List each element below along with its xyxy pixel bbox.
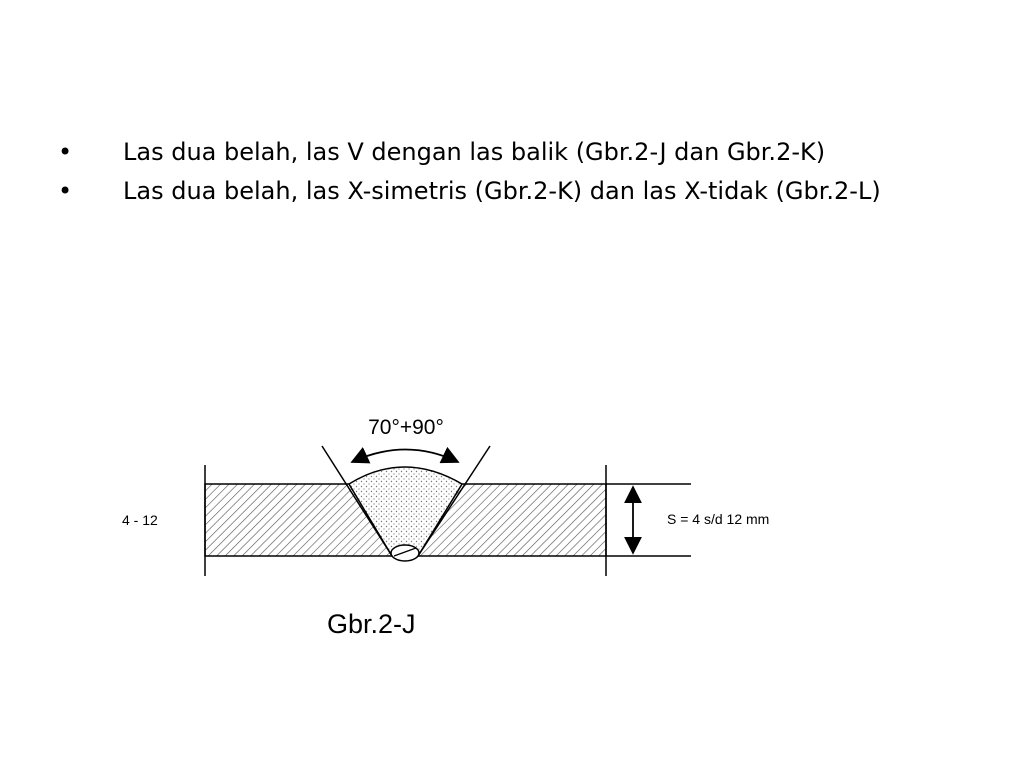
groove-line-left	[321, 445, 393, 557]
bullet-marker: •	[58, 177, 73, 205]
bullet-marker: •	[58, 138, 73, 166]
left-label: 4 - 12	[122, 512, 158, 528]
back-weld	[390, 544, 420, 562]
back-weld-line	[393, 547, 417, 557]
angle-arrow	[350, 446, 460, 464]
thickness-label: S = 4 s/d 12 mm	[667, 511, 769, 527]
bullet-list: • Las dua belah, las V dengan las balik …	[58, 135, 958, 213]
bullet-item-2: • Las dua belah, las X-simetris (Gbr.2-K…	[58, 174, 958, 208]
angle-label: 70°+90°	[368, 416, 444, 439]
bullet-text-1: Las dua belah, las V dengan las balik (G…	[123, 138, 826, 166]
figure-caption: Gbr.2-J	[327, 609, 416, 639]
bullet-item-1: • Las dua belah, las V dengan las balik …	[58, 135, 958, 169]
bullet-text-2: Las dua belah, las X-simetris (Gbr.2-K) …	[123, 177, 881, 205]
weld-bead	[348, 466, 463, 557]
groove-line-right	[417, 445, 491, 557]
